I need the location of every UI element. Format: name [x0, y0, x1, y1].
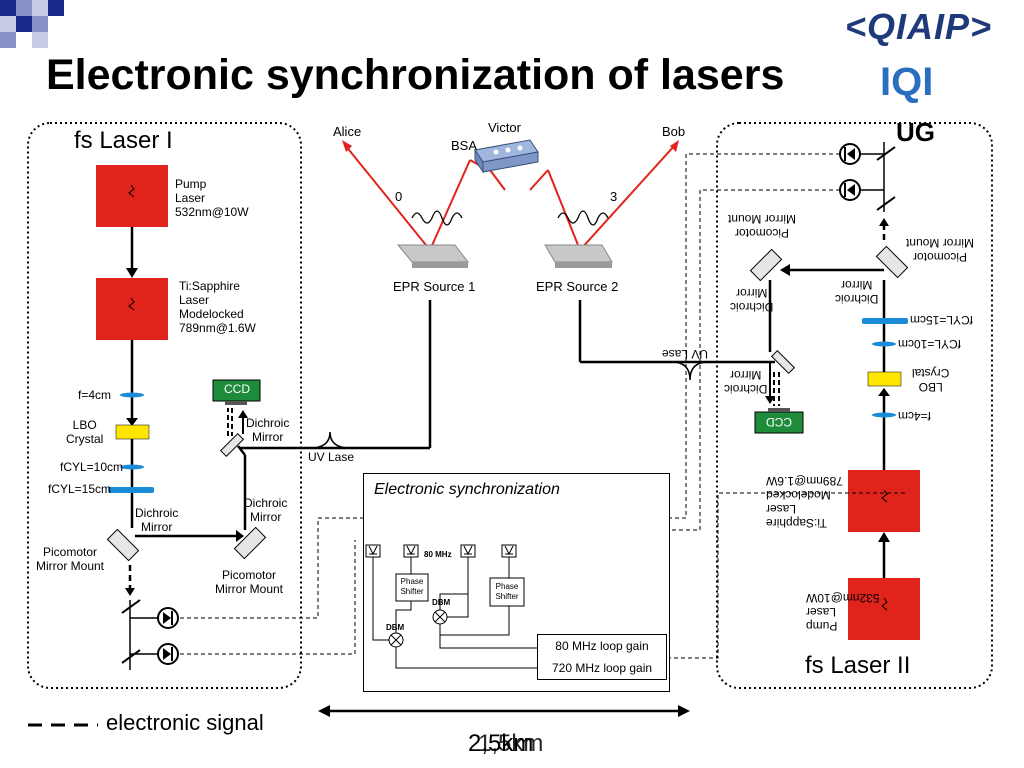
qiap-logo: <QIAIP>	[845, 6, 993, 47]
epr-source-1	[396, 244, 470, 268]
left-dichroic-right	[233, 526, 267, 560]
right-ti-sapphire-laser	[848, 470, 920, 532]
right-lens-fcyl10	[872, 341, 896, 347]
alice-label: Alice	[333, 124, 362, 139]
slide-title: Electronic synchronization of lasers	[46, 51, 785, 99]
gain-80-label: 80 MHz loop gain	[555, 639, 649, 653]
fs-laser-2-label: fs Laser II	[805, 652, 911, 679]
epr-source-2	[544, 244, 613, 268]
sync-80mhz-label: 80 MHz	[424, 550, 452, 559]
path-0-label: 0	[395, 189, 403, 204]
left-dichroic-lower	[106, 528, 140, 562]
right-lens-fcyl15	[862, 318, 908, 324]
epr-source-1-label: EPR Source 1	[393, 279, 476, 294]
bsa-label: BSA	[451, 138, 478, 153]
left-lens-fcyl15	[108, 487, 154, 493]
electronic-synchronization-title: Electronic synchronization	[374, 481, 560, 498]
right-pump-laser	[848, 578, 920, 640]
left-fcyl10-label: fCYL=10cm	[60, 460, 124, 474]
iqi-logo: IQI	[880, 60, 934, 104]
corner-decoration	[0, 0, 64, 48]
dbm-label-1: DBM	[432, 598, 451, 607]
left-uv-laser-label: UV Lase	[308, 450, 355, 464]
right-lens-f4	[872, 412, 896, 418]
loop-gain-box: 80 MHz loop gain 720 MHz loop gain	[537, 634, 667, 680]
right-picomotor-mirror-a	[749, 248, 783, 282]
path-3-label: 3	[610, 189, 618, 204]
bsa-device	[474, 139, 539, 174]
ug-logo: UG	[896, 117, 935, 147]
left-f4-label: f=4cm	[78, 388, 112, 402]
right-setup-outline	[716, 122, 993, 689]
distance-label-a: 2,5km	[468, 730, 534, 757]
right-dichroic-mirror-c	[770, 349, 796, 375]
left-fcyl15-label: fCYL=15cm	[48, 482, 112, 496]
dbm-label-2: DBM	[386, 623, 405, 632]
electronic-signal-legend-label: electronic signal	[106, 710, 264, 735]
right-picomotor-mirror-b	[875, 245, 909, 279]
fs-laser-1-label: fs Laser I	[74, 127, 173, 154]
gain-720-label: 720 MHz loop gain	[551, 661, 653, 675]
left-lens-f4	[120, 392, 144, 398]
victor-label: Victor	[488, 120, 521, 135]
left-ccd-label: CCD	[224, 382, 250, 396]
epr-source-2-label: EPR Source 2	[536, 279, 619, 294]
left-dichroic-upper	[219, 432, 245, 458]
left-lens-fcyl10	[120, 464, 144, 470]
distance-label-b: 1,5km	[478, 730, 544, 757]
bob-label: Bob	[662, 124, 686, 139]
